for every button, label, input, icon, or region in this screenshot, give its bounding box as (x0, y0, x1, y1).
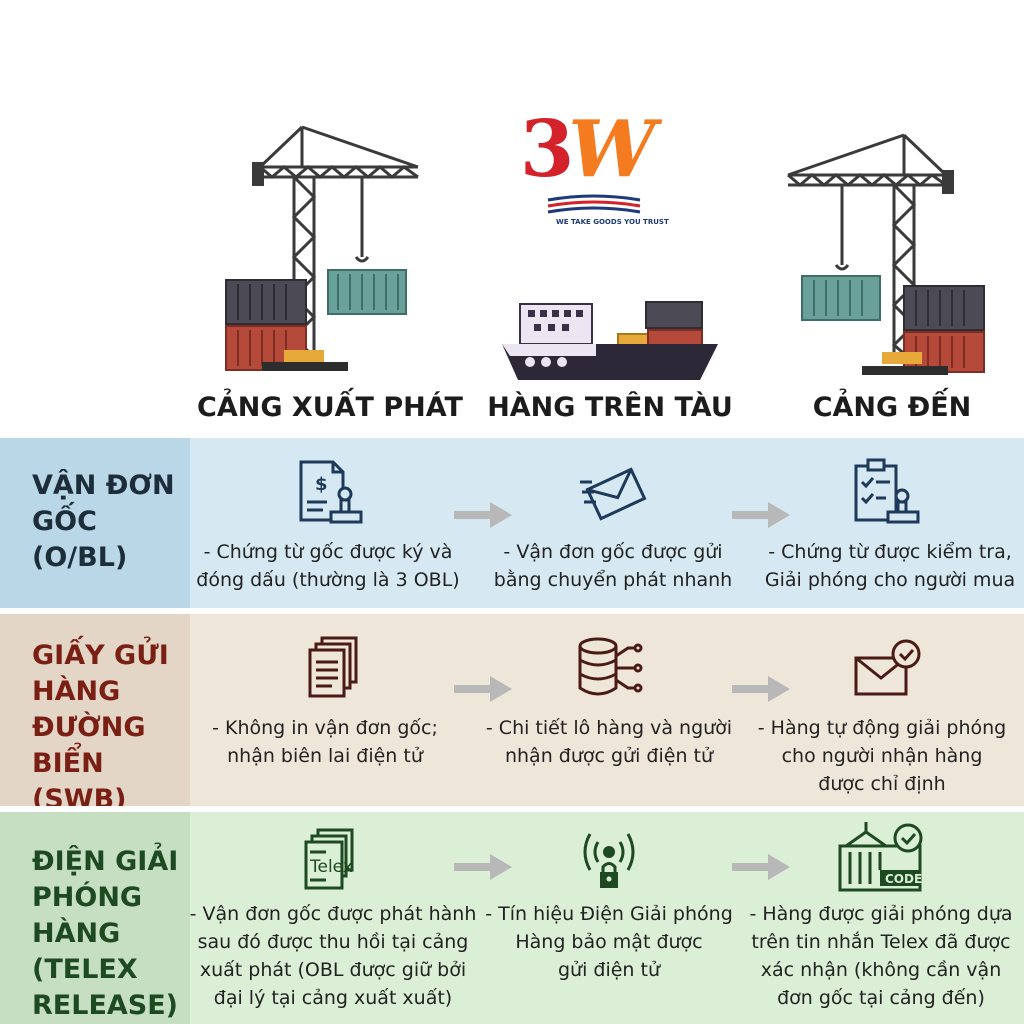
row-title: GIẤY GỬI HÀNG ĐƯỜNG BIỂN (SWB) (32, 640, 169, 815)
container-code-icon: CODE (838, 822, 923, 892)
arrow-right-icon (732, 502, 790, 528)
origin-port-crane-icon (225, 125, 419, 371)
row-divider (0, 608, 1024, 614)
row-telex-release: ĐIỆN GIẢI PHÓNG HÀNG (TELEX RELEASE) Tel… (0, 812, 1024, 1024)
signed-document-stamp-icon: $ (299, 460, 363, 524)
step-text: - Không in vận đơn gốc; nhận biên lai đi… (212, 717, 438, 767)
stage-destination-port: CẢNG ĐẾN (812, 392, 972, 423)
checklist-stamp-icon (854, 458, 920, 524)
logo-letter: W (568, 104, 656, 195)
step-text: - Hàng được giải phóng dựa trên tin nhắn… (749, 903, 1013, 1009)
secure-signal-icon (583, 833, 635, 888)
arrow-right-icon (454, 502, 512, 528)
step-text: - Vận đơn gốc được gửi bằng chuyển phát … (493, 541, 733, 591)
stage-on-board: HÀNG TRÊN TÀU (487, 392, 733, 423)
row-head: ĐIỆN GIẢI PHÓNG HÀNG (TELEX RELEASE) (0, 812, 190, 1024)
arrow-right-icon (454, 854, 512, 880)
step-text: - Chi tiết lô hàng và người nhận được gử… (485, 717, 733, 767)
row-body: $ - Chứng từ gốc được ký và đóng dấu (th… (190, 438, 1024, 608)
step-text: - Hàng tự động giải phóng cho người nhận… (757, 717, 1007, 795)
row-title: VẬN ĐƠN GỐC (O/BL) (32, 470, 175, 573)
destination-port-crane-icon (787, 133, 985, 375)
telex-document-icon: Telex (304, 828, 354, 890)
svg-text:$: $ (315, 474, 328, 495)
row-original-bill-of-lading: VẬN ĐƠN GỐC (O/BL) $ - Chứng từ gốc được… (0, 438, 1024, 608)
arrow-right-icon (732, 854, 790, 880)
express-envelope-icon (580, 467, 647, 521)
database-network-icon (578, 637, 643, 696)
logo-digit: 3 (520, 104, 574, 195)
row-head: GIẤY GỬI HÀNG ĐƯỜNG BIỂN (SWB) (0, 614, 190, 815)
step-text: - Tín hiệu Điện Giải phóng Hàng bảo mật … (485, 903, 733, 981)
logo-waves-icon (547, 194, 641, 214)
row-title: ĐIỆN GIẢI PHÓNG HÀNG (TELEX RELEASE) (32, 846, 179, 1021)
document-stack-icon (308, 636, 358, 698)
row-head: VẬN ĐƠN GỐC (O/BL) (0, 438, 190, 608)
arrow-right-icon (732, 676, 790, 702)
step-text: - Vận đơn gốc được phát hành sau đó được… (189, 903, 477, 1009)
telex-label: Telex (309, 857, 353, 877)
row-body: Telex - Vận đơn gốc được phát hành sau đ… (190, 812, 1024, 1024)
cargo-ship-icon (502, 301, 718, 380)
row-sea-waybill: GIẤY GỬI HÀNG ĐƯỜNG BIỂN (SWB) - Không i… (0, 614, 1024, 815)
step-text: - Chứng từ gốc được ký và đóng dấu (thườ… (196, 541, 460, 591)
code-label: CODE (885, 872, 922, 886)
step-text: - Chứng từ được kiểm tra, Giải phóng cho… (764, 541, 1016, 591)
arrow-right-icon (454, 676, 512, 702)
logo-tagline: WE TAKE GOODS YOU TRUST (556, 218, 669, 226)
row-divider (0, 806, 1024, 812)
header-illustration: 3W WE TAKE GOODS YOU TRUST (0, 0, 1024, 438)
envelope-check-icon (854, 639, 921, 696)
row-body: - Không in vận đơn gốc; nhận biên lai đi… (190, 614, 1024, 806)
company-logo: 3W WE TAKE GOODS YOU TRUST (520, 84, 669, 234)
stage-origin-port: CẢNG XUẤT PHÁT (197, 392, 463, 423)
